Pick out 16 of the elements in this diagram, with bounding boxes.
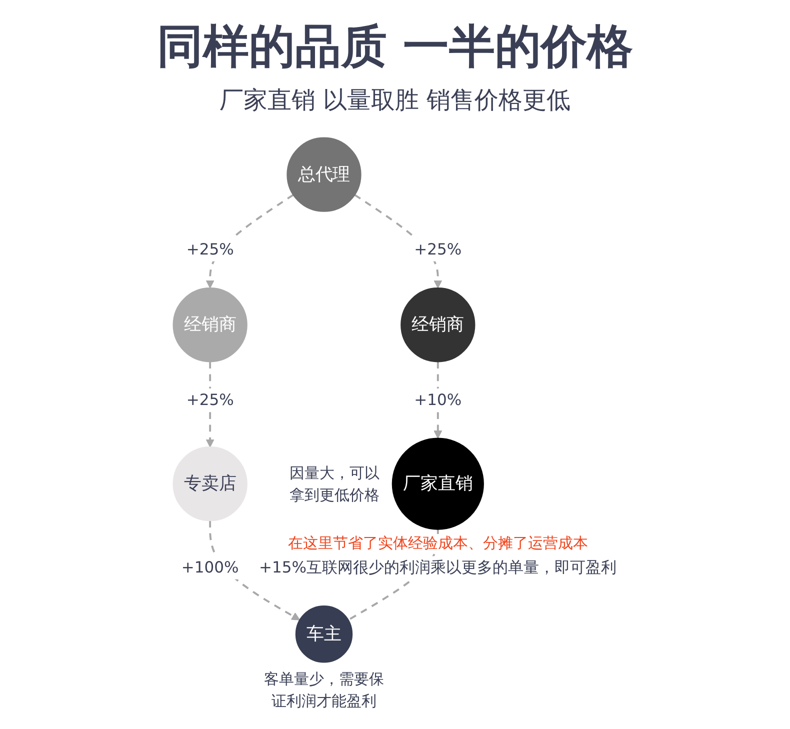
node-circle: 经销商 (400, 288, 476, 362)
edge-label: +100% (181, 558, 239, 576)
node-circle: 经销商 (172, 288, 248, 362)
node-note: 客单量少，需要保证利润才能盈利 (262, 669, 385, 712)
node-circle: 总代理 (286, 137, 362, 212)
node-circle: 厂家直销 (392, 438, 484, 530)
title: 同样的品质 一半的价格 (156, 18, 633, 75)
subtitle: 厂家直销 以量取胜 销售价格更低 (219, 85, 571, 116)
node-circle: 专卖店 (172, 446, 248, 522)
edge-label: +25% (186, 240, 234, 258)
node-note: 因量大，可以拿到更低价格 (288, 462, 380, 506)
node-circle: 车主 (295, 606, 353, 663)
edge-label: +10% (414, 390, 462, 409)
edge-label: +25% (186, 390, 234, 409)
edge-label: +15%互联网很少的利润乘以更多的单量，即可盈利 (259, 558, 617, 576)
edge-label: +25% (414, 240, 462, 258)
